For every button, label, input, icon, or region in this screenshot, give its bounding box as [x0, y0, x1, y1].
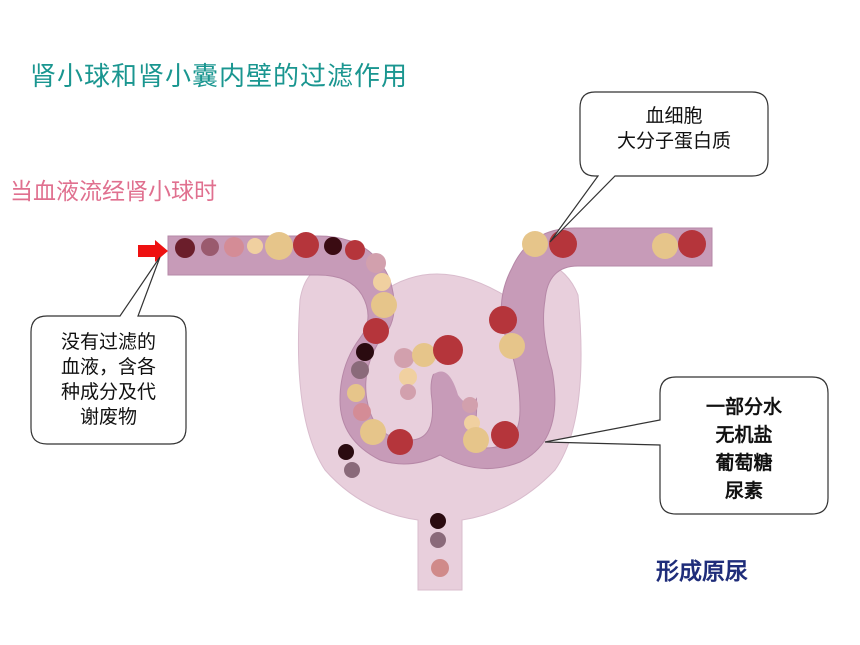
page-title: 肾小球和肾小囊内壁的过滤作用	[30, 62, 409, 92]
blood-flow-arrow-icon	[138, 240, 168, 262]
blood-cells-incoming	[175, 232, 525, 455]
blood-cells-outgoing	[522, 230, 706, 259]
callout-bubble-left	[30, 256, 187, 445]
callout-line: 尿素	[724, 480, 763, 502]
subtitle: 当血液流经肾小球时	[10, 179, 217, 205]
callout-bubble-right	[544, 376, 829, 515]
callout-line: 血液，含各	[60, 356, 156, 378]
callout-line: 一部分水	[705, 396, 782, 418]
callout-line: 大分子蛋白质	[616, 130, 731, 152]
filtrate-particles	[338, 444, 449, 577]
callout-left-text: 没有过滤的 血液，含各 种成分及代 谢废物	[31, 330, 186, 430]
callout-line: 血细胞	[645, 105, 703, 127]
callout-right-text: 一部分水 无机盐 葡萄糖 尿素	[660, 393, 828, 505]
result-label: 形成原尿	[656, 559, 748, 585]
callout-line: 种成分及代	[60, 381, 156, 403]
callout-bubble-top-right	[549, 91, 769, 243]
callout-line: 没有过滤的	[60, 331, 156, 353]
callout-line: 谢废物	[79, 406, 137, 428]
callout-line: 无机盐	[715, 424, 773, 446]
callout-line: 葡萄糖	[715, 452, 773, 474]
callout-top-right-text: 血细胞 大分子蛋白质	[582, 104, 766, 154]
